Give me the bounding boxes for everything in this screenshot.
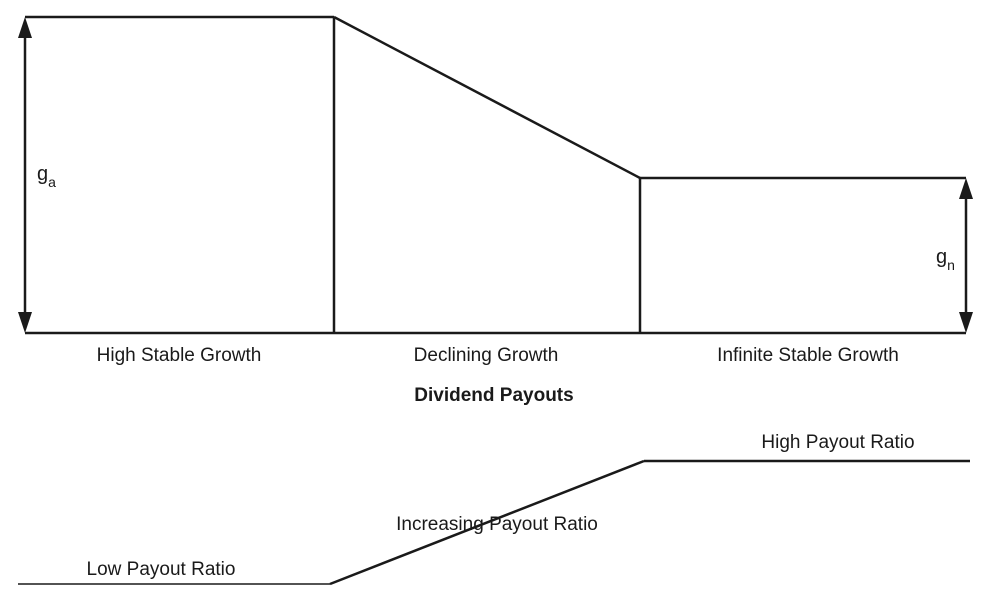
arrow-up-icon [18, 17, 32, 38]
stage-label-declining-growth: Declining Growth [414, 345, 559, 366]
high-growth-rate-arrow [18, 17, 32, 333]
high-growth-rate-label: ga [37, 163, 56, 190]
stable-growth-rate-label: gn [936, 246, 955, 273]
increasing-payout-slope [329, 459, 645, 586]
section-heading: Dividend Payouts [414, 385, 573, 406]
stage-label-infinite-stable-growth: Infinite Stable Growth [717, 345, 899, 366]
stage-label-high-stable-growth: High Stable Growth [97, 345, 262, 366]
payout-label-increasing: Increasing Payout Ratio [396, 514, 598, 535]
arrow-down-icon [959, 312, 973, 333]
arrow-up-icon [959, 178, 973, 199]
arrow-down-icon [18, 312, 32, 333]
stable-growth-rate-arrow [959, 178, 973, 333]
declining-growth-slope [333, 15, 641, 180]
payout-label-high: High Payout Ratio [761, 432, 914, 453]
growth-profile [25, 15, 966, 335]
payout-profile [18, 459, 970, 586]
payout-label-low: Low Payout Ratio [87, 559, 236, 580]
